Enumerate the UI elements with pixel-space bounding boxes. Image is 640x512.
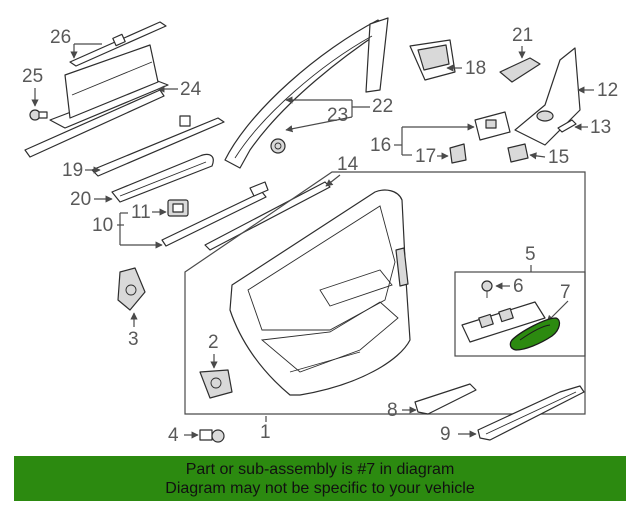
- part-5-switch-assembly[interactable]: [461, 301, 546, 343]
- part-2-speaker-clip[interactable]: [199, 369, 233, 399]
- part-26-strip[interactable]: [69, 21, 167, 67]
- part-10-belt-molding[interactable]: [161, 181, 269, 247]
- callout-3: 3: [128, 329, 139, 350]
- banner-line-2: Diagram may not be specific to your vehi…: [165, 479, 475, 497]
- part-21-bracket[interactable]: [499, 57, 541, 83]
- callout-11: 11: [131, 202, 151, 223]
- callout-1: 1: [260, 422, 271, 443]
- callout-9: 9: [440, 424, 451, 445]
- part-8-trim-strip[interactable]: [414, 383, 477, 415]
- callout-15: 15: [548, 147, 569, 168]
- part-9-sill-trim[interactable]: [477, 385, 585, 441]
- callout-19: 19: [62, 160, 83, 181]
- callout-23: 23: [327, 105, 348, 126]
- callout-20: 20: [70, 189, 91, 210]
- part-25-screw[interactable]: [29, 109, 48, 121]
- part-18-storage-pocket[interactable]: [409, 39, 456, 81]
- part-20-handle-strip[interactable]: [111, 153, 214, 203]
- callout-22: 22: [372, 96, 393, 117]
- callout-17: 17: [415, 146, 436, 167]
- part-23-clip[interactable]: [270, 138, 286, 154]
- part-info-banner: Part or sub-assembly is #7 in diagram Di…: [14, 456, 626, 501]
- sub-assembly-5-box: [454, 271, 586, 357]
- callout-10: 10: [92, 215, 113, 236]
- callout-6: 6: [513, 276, 524, 297]
- callout-4: 4: [168, 425, 179, 446]
- part-7-switch-bezel-highlighted[interactable]: [509, 317, 561, 351]
- callout-13: 13: [590, 117, 611, 138]
- callout-2: 2: [208, 332, 219, 353]
- callout-12: 12: [597, 80, 618, 101]
- part-17-clip[interactable]: [449, 143, 467, 164]
- callout-18: 18: [465, 58, 486, 79]
- part-16-switch-bezel[interactable]: [474, 111, 511, 141]
- callout-14: 14: [337, 154, 359, 175]
- part-15-switch[interactable]: [507, 143, 529, 163]
- part-4-bolt[interactable]: [199, 429, 225, 443]
- part-12-trim-panel[interactable]: [514, 47, 581, 146]
- part-24-sunshade[interactable]: [24, 44, 169, 158]
- part-22-pillar-trim[interactable]: [224, 17, 389, 169]
- callout-16: 16: [370, 135, 391, 156]
- callout-24: 24: [180, 79, 202, 100]
- callout-7: 7: [560, 282, 571, 303]
- callout-8: 8: [387, 400, 398, 421]
- part-6-screw[interactable]: [481, 280, 493, 298]
- callout-26: 26: [50, 27, 71, 48]
- part-1-door-trim-panel[interactable]: [229, 189, 411, 396]
- part-19-strip[interactable]: [91, 115, 225, 177]
- callout-21: 21: [512, 25, 533, 46]
- part-11-clip[interactable]: [167, 199, 189, 217]
- part-3-bracket[interactable]: [117, 267, 146, 311]
- banner-line-1: Part or sub-assembly is #7 in diagram: [185, 460, 455, 478]
- callout-5: 5: [525, 244, 536, 265]
- callout-25: 25: [22, 66, 43, 87]
